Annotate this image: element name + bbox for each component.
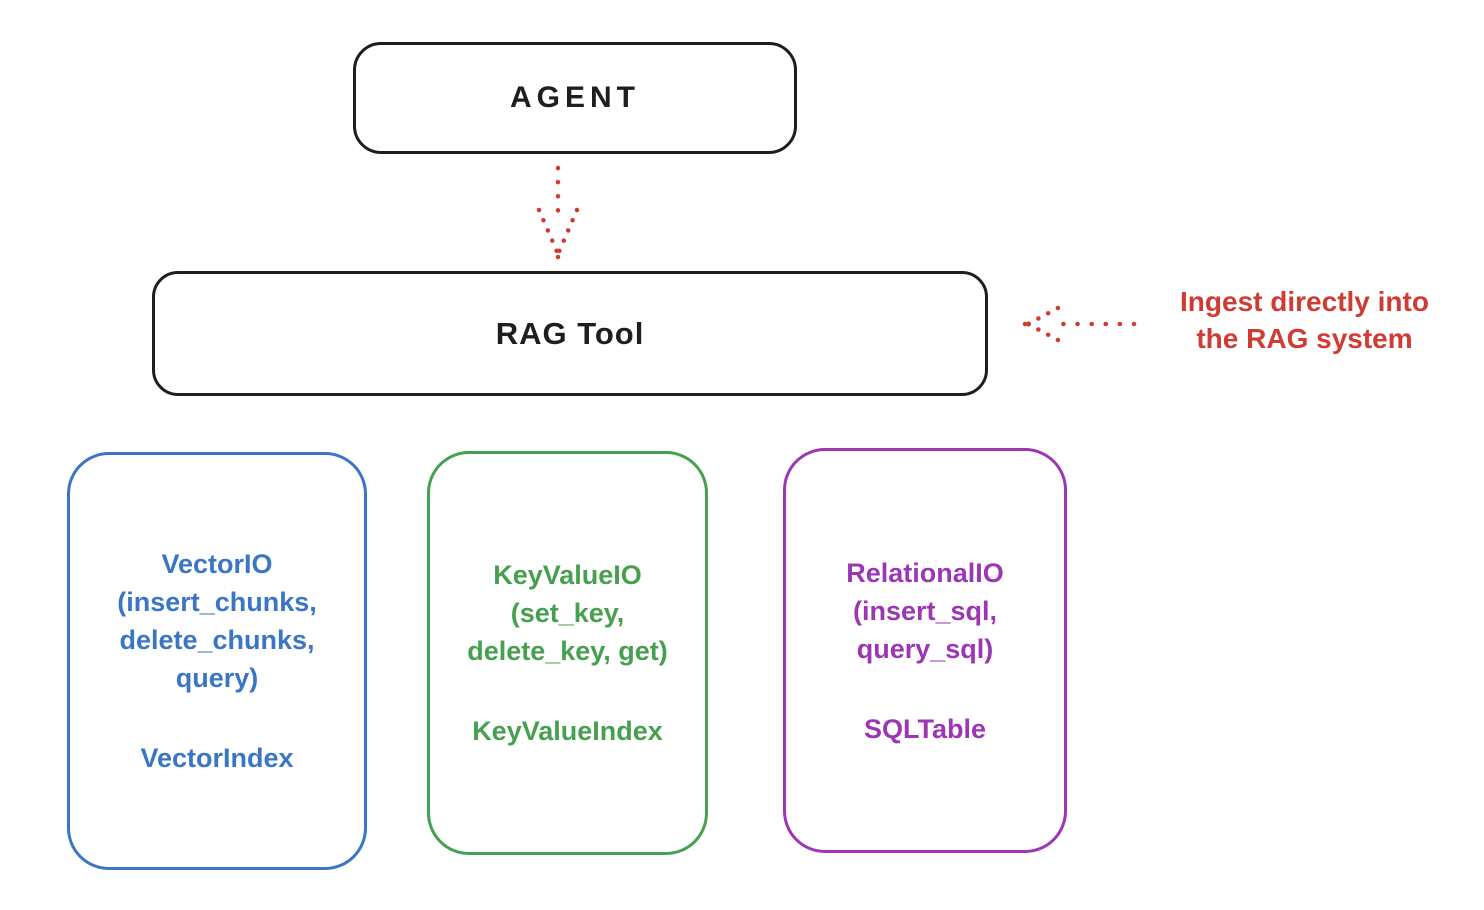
vector-io-param-line: query) bbox=[175, 663, 259, 693]
relational-io-param-line: (insert_sql, bbox=[852, 595, 998, 626]
agent-label: AGENT bbox=[510, 81, 640, 114]
annotation-arrow-icon bbox=[1022, 305, 1137, 343]
rag-tool-label: RAG Tool bbox=[495, 315, 645, 351]
agent-box: AGENT bbox=[353, 42, 797, 154]
keyvalue-io-param-line: (set_key, bbox=[510, 598, 625, 628]
vector-io-param-line: (insert_chunks, bbox=[117, 587, 317, 617]
keyvalue-io-box: KeyValueIO (set_key, delete_key, get) Ke… bbox=[427, 451, 708, 855]
vector-io-lines: VectorIO (insert_chunks, delete_chunks, … bbox=[117, 545, 317, 697]
relational-io-title: RelationalIO bbox=[846, 557, 1004, 588]
keyvalue-io-title: KeyValueIO bbox=[493, 560, 642, 590]
keyvalue-io-lines: KeyValueIO (set_key, delete_key, get) bbox=[467, 556, 668, 670]
relational-io-lines: RelationalIO (insert_sql, query_sql) bbox=[846, 554, 1004, 668]
vector-io-param-line: delete_chunks, bbox=[119, 625, 315, 655]
agent-to-rag-arrow-icon bbox=[536, 165, 580, 260]
sql-table-label: SQLTable bbox=[863, 713, 986, 744]
vector-index-label: VectorIndex bbox=[140, 743, 294, 773]
keyvalue-io-param-line: delete_key, get) bbox=[467, 636, 668, 666]
relational-io-box: RelationalIO (insert_sql, query_sql) SQL… bbox=[783, 448, 1067, 853]
relational-io-param-line: query_sql) bbox=[856, 633, 994, 664]
keyvalue-index-label: KeyValueIndex bbox=[472, 716, 663, 746]
rag-tool-box: RAG Tool bbox=[152, 271, 988, 396]
vector-io-box: VectorIO (insert_chunks, delete_chunks, … bbox=[67, 452, 367, 870]
ingest-annotation-line2: the RAG system bbox=[1196, 323, 1413, 354]
ingest-annotation: Ingest directly into the RAG system bbox=[1132, 283, 1477, 357]
vector-io-title: VectorIO bbox=[161, 549, 273, 579]
ingest-annotation-line1: Ingest directly into bbox=[1180, 286, 1429, 317]
